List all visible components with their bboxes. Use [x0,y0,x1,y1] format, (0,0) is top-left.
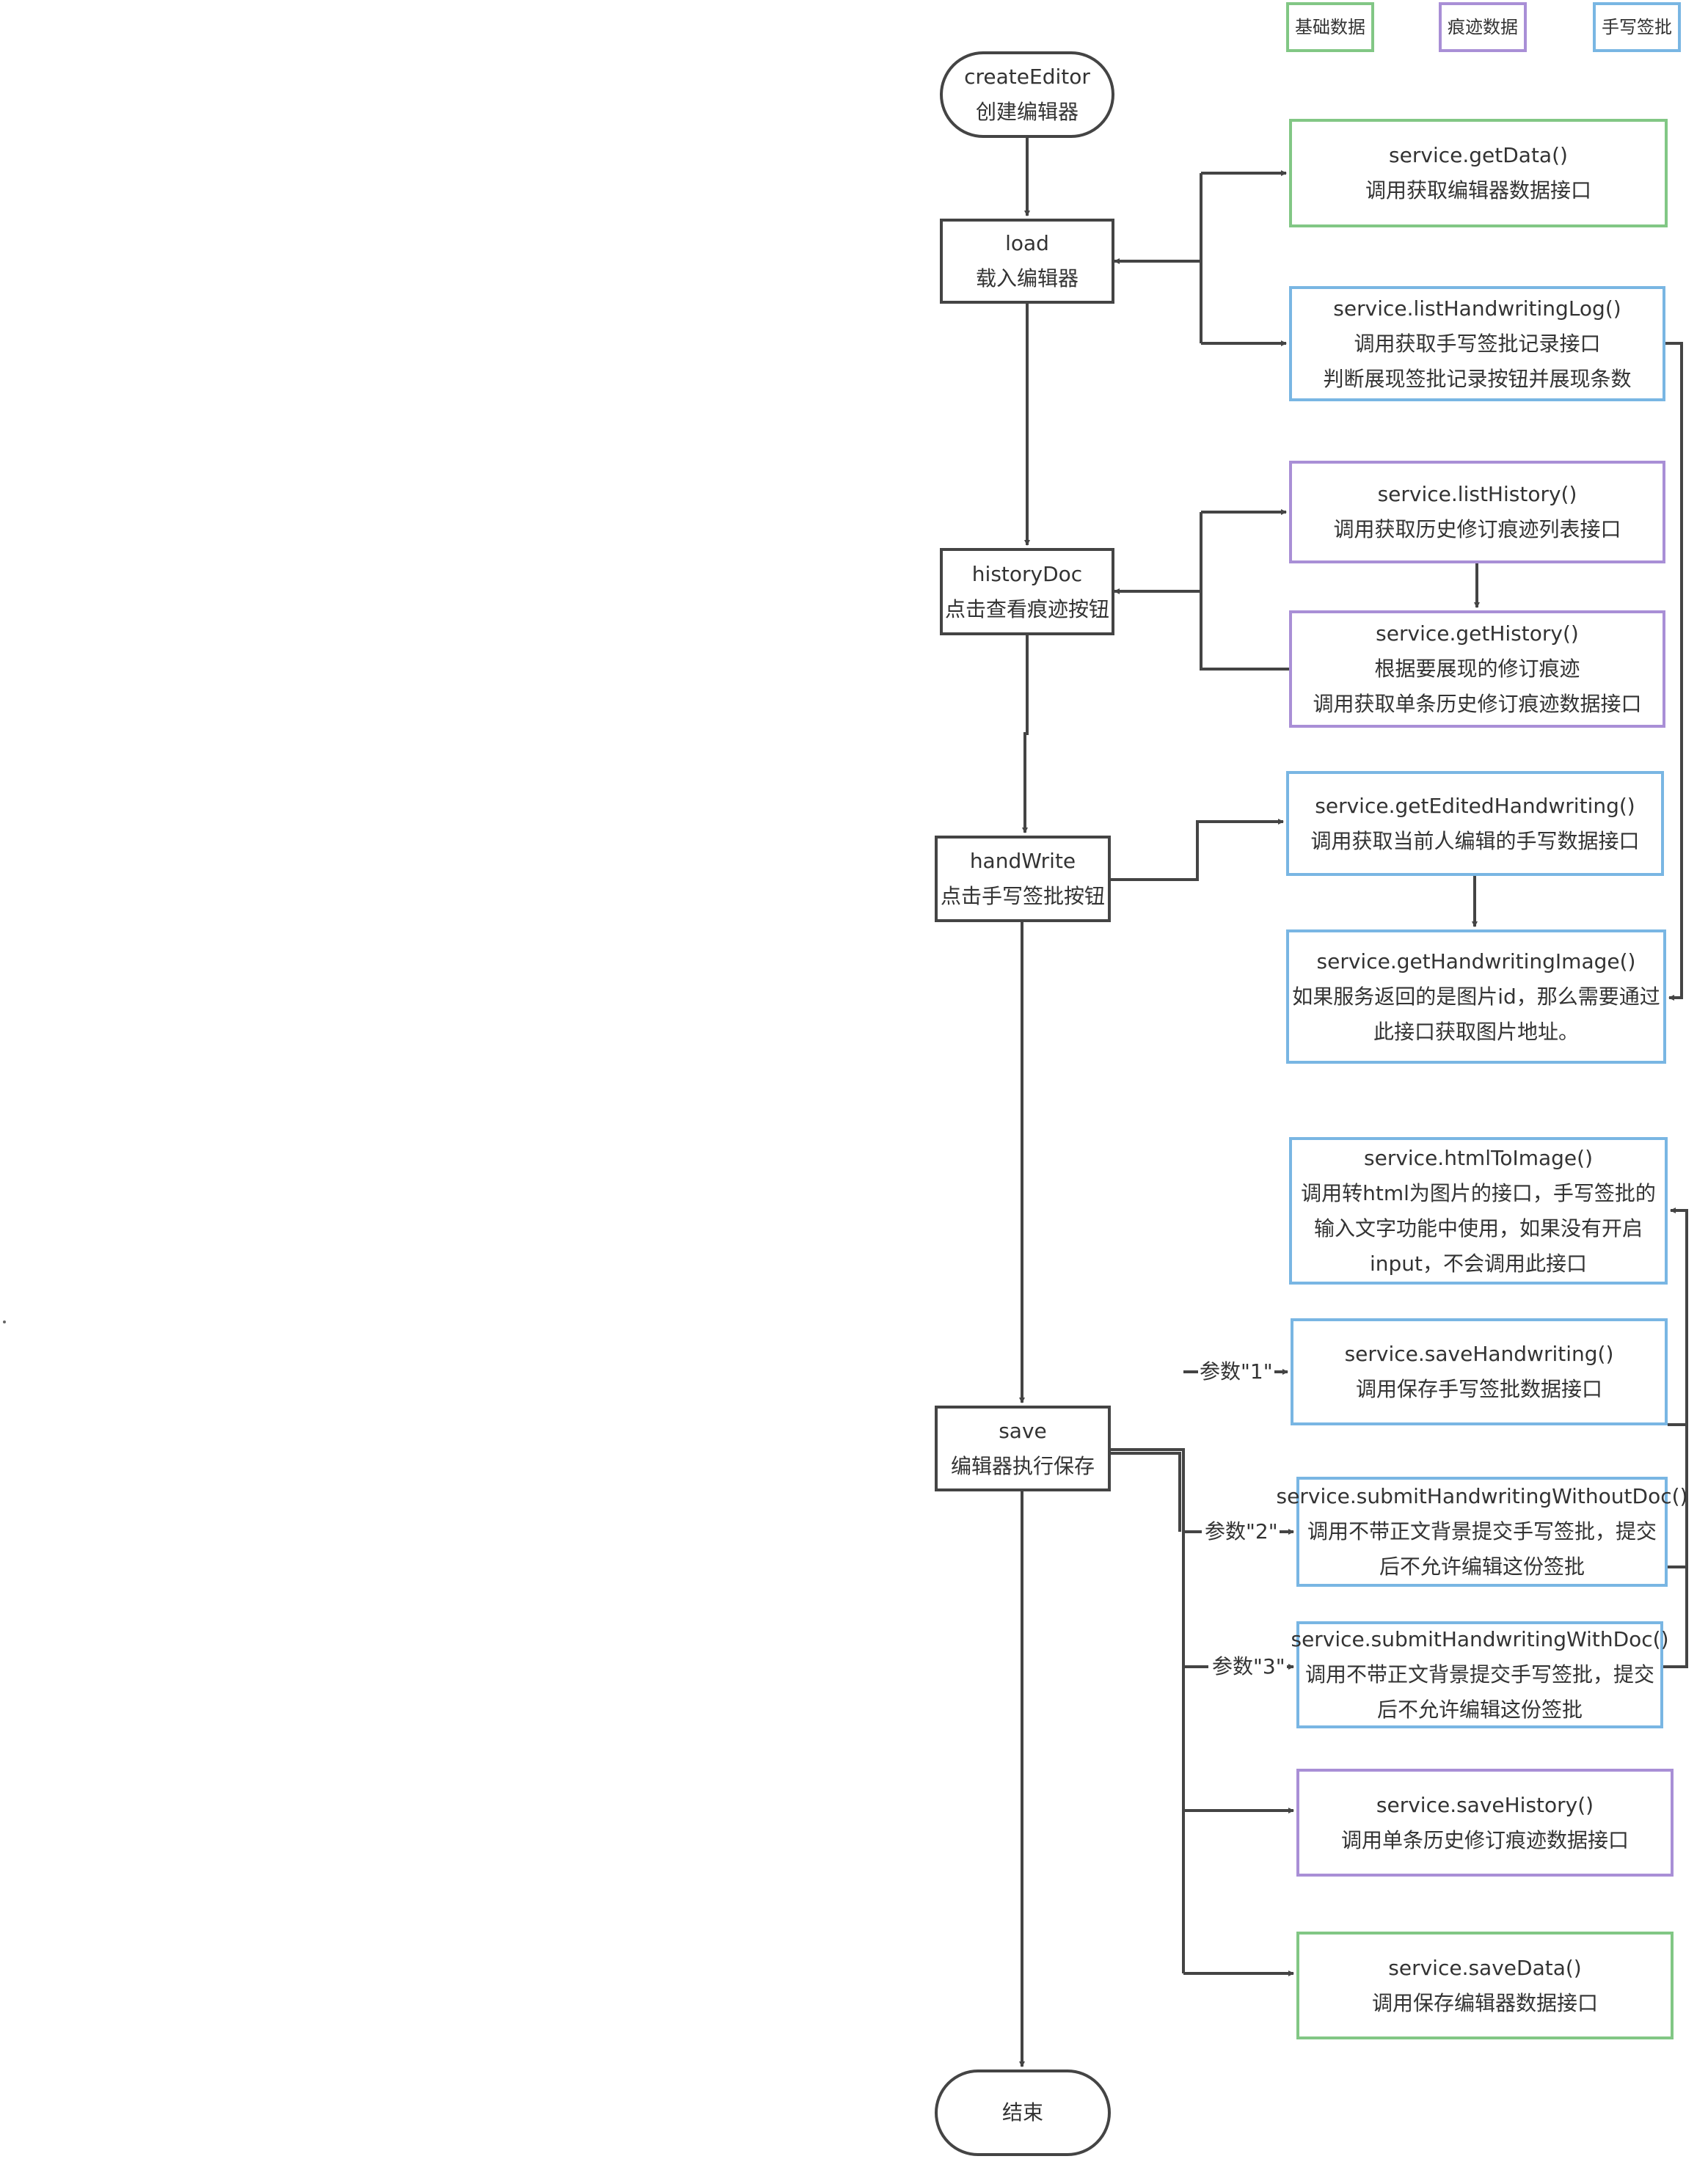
service-save-handwriting: service.saveHandwriting() 调用保存手写签批数据接口 [1291,1318,1668,1425]
param-label-3: 参数"3" [1211,1654,1287,1679]
hand-write-node: handWrite 点击手写签批按钮 [935,836,1111,922]
service-save-history: service.saveHistory() 调用单条历史修订痕迹数据接口 [1296,1769,1674,1877]
hand-write-desc: 点击手写签批按钮 [940,884,1105,908]
service-submit-without-doc-desc: 调用不带正文背景提交手写签批，提交 [1307,1519,1657,1544]
service-submit-with-doc-note: 后不允许编辑这份签批 [1376,1698,1583,1722]
edge-history-to-handwrite [1022,635,1029,833]
legend-basic-data: 基础数据 [1286,2,1374,52]
param-label-1: 参数"1" [1198,1359,1274,1384]
service-save-data: service.saveData() 调用保存编辑器数据接口 [1296,1932,1674,2039]
create-editor-node: createEditor 创建编辑器 [940,51,1114,138]
edge-save-main [1111,1452,1181,1532]
save-node: save 编辑器执行保存 [935,1406,1111,1491]
service-get-data-name: service.getData() [1389,143,1568,167]
load-node: load 载入编辑器 [940,219,1114,304]
service-list-handwriting-log-note: 判断展现签批记录按钮并展现条数 [1323,366,1632,391]
service-submit-with-doc: service.submitHandwritingWithDoc() 调用不带正… [1291,1621,1669,1728]
service-save-data-name: service.saveData() [1388,1955,1582,1980]
service-get-data-desc: 调用获取编辑器数据接口 [1365,178,1591,202]
service-submit-without-doc: service.submitHandwritingWithoutDoc() 调用… [1277,1477,1687,1587]
service-submit-with-doc-desc: 调用不带正文背景提交手写签批，提交 [1304,1662,1654,1687]
service-get-edited-handwriting-name: service.getEditedHandwriting() [1315,793,1635,818]
edge-listlog-to-image [1665,342,1683,1001]
service-html-to-image: service.htmlToImage() 调用转html为图片的接口，手写签批… [1289,1137,1668,1285]
service-html-to-image-note1: 输入文字功能中使用，如果没有开启 [1313,1216,1643,1241]
legend-handwrite-label: 手写签批 [1602,17,1672,37]
param-label-2: 参数"2" [1203,1519,1280,1544]
service-get-handwriting-image-name: service.getHandwritingImage() [1316,949,1636,973]
service-list-handwriting-log: service.listHandwritingLog() 调用获取手写签批记录接… [1289,286,1665,401]
edge-save-bus [1111,1448,1185,1973]
edge-submits-to-bus [1663,1425,1688,1668]
save-desc: 编辑器执行保存 [950,1453,1095,1478]
load-title: load [1005,231,1049,255]
service-save-handwriting-name: service.saveHandwriting() [1344,1342,1614,1366]
service-get-handwriting-image-desc: 如果服务返回的是图片id，那么需要通过 [1292,984,1660,1009]
history-doc-title: historyDoc [971,561,1083,586]
service-list-history-name: service.listHistory() [1377,482,1577,506]
service-submit-with-doc-name: service.submitHandwritingWithDoc() [1291,1627,1669,1651]
legend-basic-label: 基础数据 [1295,17,1365,37]
service-get-handwriting-image: service.getHandwritingImage() 如果服务返回的是图片… [1286,929,1666,1064]
service-get-edited-handwriting-desc: 调用获取当前人编辑的手写数据接口 [1310,828,1640,853]
history-doc-desc: 点击查看痕迹按钮 [944,596,1109,621]
service-get-history-desc: 根据要展现的修订痕迹 [1374,657,1580,681]
service-list-handwriting-log-name: service.listHandwritingLog() [1333,296,1621,321]
service-save-handwriting-desc: 调用保存手写签批数据接口 [1355,1377,1602,1401]
legend-handwrite: 手写签批 [1593,2,1681,52]
service-get-history: service.getHistory() 根据要展现的修订痕迹 调用获取单条历史… [1289,610,1665,728]
service-list-history: service.listHistory() 调用获取历史修订痕迹列表接口 [1289,461,1665,563]
service-get-data: service.getData() 调用获取编辑器数据接口 [1289,119,1668,227]
service-get-handwriting-image-note: 此接口获取图片地址。 [1373,1019,1579,1044]
service-submit-without-doc-name: service.submitHandwritingWithoutDoc() [1276,1484,1688,1508]
end-title: 结束 [1001,2100,1043,2125]
edge-handwrite-to-edited [1111,819,1284,881]
service-save-history-name: service.saveHistory() [1376,1792,1594,1817]
service-get-history-note: 调用获取单条历史修订痕迹数据接口 [1313,692,1642,716]
edge-history-branch [1200,512,1290,671]
service-html-to-image-note2: input，不会调用此接口 [1369,1251,1588,1276]
create-editor-desc: 创建编辑器 [975,100,1079,124]
service-save-data-desc: 调用保存编辑器数据接口 [1371,1990,1598,2015]
stray-dot [3,1320,6,1323]
legend-trace-data: 痕迹数据 [1439,2,1527,52]
service-get-edited-handwriting: service.getEditedHandwriting() 调用获取当前人编辑… [1286,771,1664,876]
service-html-to-image-desc: 调用转html为图片的接口，手写签批的 [1301,1180,1656,1205]
hand-write-title: handWrite [969,849,1076,873]
service-save-history-desc: 调用单条历史修订痕迹数据接口 [1340,1827,1629,1852]
edge-handwriting-to-htmlimage [1668,1208,1688,1426]
service-list-history-desc: 调用获取历史修订痕迹列表接口 [1333,517,1621,541]
service-submit-without-doc-note: 后不允许编辑这份签批 [1379,1555,1585,1579]
service-get-history-name: service.getHistory() [1376,621,1579,646]
legend-trace-label: 痕迹数据 [1448,17,1518,37]
save-title: save [999,1418,1047,1443]
load-desc: 载入编辑器 [975,266,1079,291]
end-node: 结束 [935,2070,1111,2156]
service-list-handwriting-log-desc: 调用获取手写签批记录接口 [1354,331,1601,356]
service-html-to-image-name: service.htmlToImage() [1364,1145,1593,1170]
create-editor-title: createEditor [964,65,1090,89]
history-doc-node: historyDoc 点击查看痕迹按钮 [940,548,1114,635]
